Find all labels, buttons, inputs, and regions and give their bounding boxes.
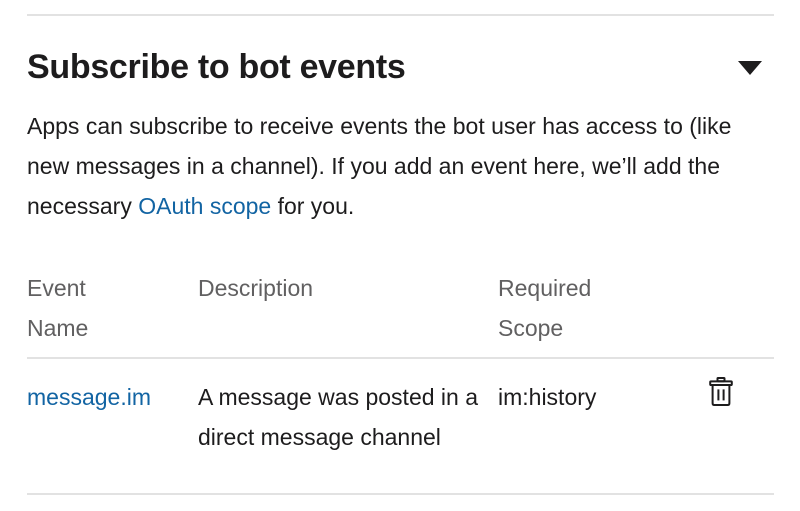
collapse-section-button[interactable] <box>736 56 764 80</box>
table-bottom-divider <box>27 493 774 495</box>
bot-events-table: Event Name Description Required Scope me… <box>27 268 774 469</box>
cell-actions <box>708 358 774 469</box>
description-text-before-link: Apps can subscribe to receive events the… <box>27 113 732 219</box>
section-header: Subscribe to bot events <box>27 44 774 96</box>
table-header-divider <box>27 357 774 359</box>
table-body: message.im A message was posted in a dir… <box>27 358 774 469</box>
table-header: Event Name Description Required Scope <box>27 268 774 358</box>
cell-description: A message was posted in a direct message… <box>198 358 498 469</box>
cell-event-name: message.im <box>27 358 198 469</box>
table-row: message.im A message was posted in a dir… <box>27 358 774 469</box>
description-text-after-link: for you. <box>271 193 355 219</box>
required-scope-value: im:history <box>498 384 597 410</box>
column-header-actions <box>708 268 774 358</box>
column-header-description: Description <box>198 275 314 301</box>
chevron-down-icon <box>738 61 762 75</box>
section-top-divider <box>27 14 774 16</box>
event-description: A message was posted in a direct message… <box>198 384 478 450</box>
section-description: Apps can subscribe to receive events the… <box>27 106 767 226</box>
oauth-scope-link[interactable]: OAuth scope <box>138 193 272 219</box>
delete-event-button[interactable] <box>708 377 734 407</box>
bot-events-panel: Subscribe to bot events Apps can subscri… <box>27 0 774 511</box>
column-header-event-name: Event Name <box>27 275 89 341</box>
trash-icon <box>709 377 733 406</box>
column-header-required-scope: Required Scope <box>498 275 592 341</box>
cell-required-scope: im:history <box>498 358 708 469</box>
page-title: Subscribe to bot events <box>27 48 406 86</box>
event-name-link[interactable]: message.im <box>27 384 151 410</box>
table-header-row: Event Name Description Required Scope <box>27 268 774 358</box>
